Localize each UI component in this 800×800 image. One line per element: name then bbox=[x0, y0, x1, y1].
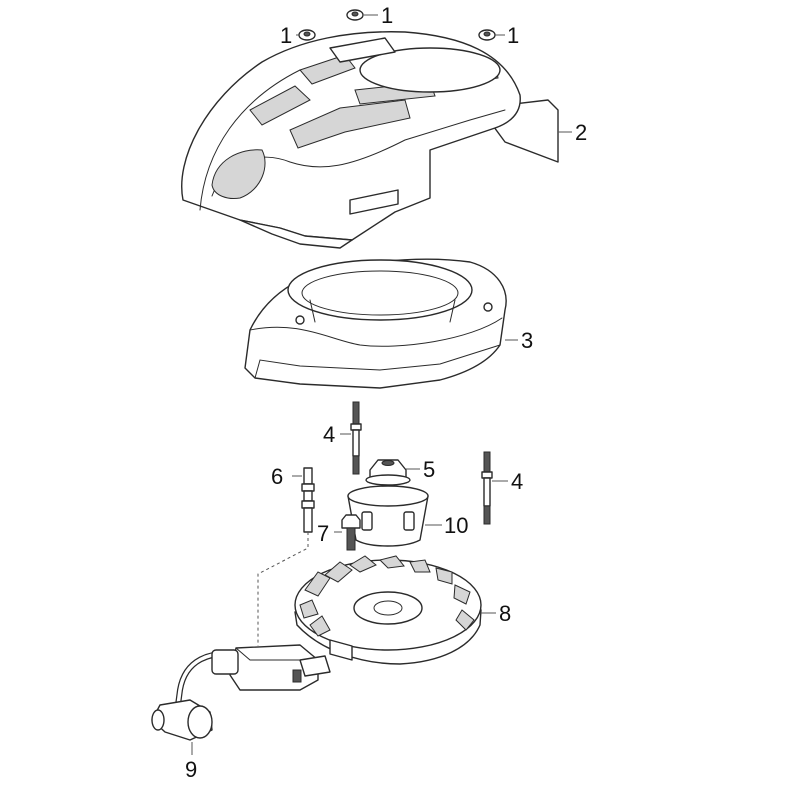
stud-right-part bbox=[481, 451, 493, 525]
callout-stud-left: 4 bbox=[323, 422, 335, 447]
nut-left-part bbox=[298, 29, 316, 41]
fan-housing-part bbox=[244, 258, 507, 389]
leader-lines bbox=[191, 14, 572, 755]
stud-left-part bbox=[350, 401, 362, 475]
callout-fan-housing: 3 bbox=[521, 328, 533, 353]
alignment-dashed-line bbox=[257, 532, 309, 646]
nut-top-part bbox=[346, 9, 364, 21]
top-cover-part bbox=[181, 31, 559, 249]
callout-stud-right: 4 bbox=[511, 469, 523, 494]
flywheel-part bbox=[294, 555, 482, 665]
nut-right-part bbox=[478, 29, 496, 41]
pin-part bbox=[301, 467, 315, 533]
nut-center-part bbox=[365, 459, 411, 486]
callout-cup-10: 10 bbox=[444, 513, 468, 538]
callout-ignition-coil: 9 bbox=[185, 757, 197, 782]
ignition-coil-part bbox=[151, 644, 331, 741]
callout-nut-right: 1 bbox=[507, 23, 519, 48]
callout-nut-top: 1 bbox=[381, 3, 393, 28]
callout-nut-left: 1 bbox=[280, 23, 292, 48]
callout-pin-6: 6 bbox=[271, 464, 283, 489]
callout-flywheel: 8 bbox=[499, 601, 511, 626]
callout-nut-center: 5 bbox=[423, 457, 435, 482]
callout-bolt-7: 7 bbox=[317, 521, 329, 546]
cup-part bbox=[347, 485, 429, 547]
bolt-part bbox=[341, 514, 361, 551]
callout-top-cover: 2 bbox=[575, 120, 587, 145]
